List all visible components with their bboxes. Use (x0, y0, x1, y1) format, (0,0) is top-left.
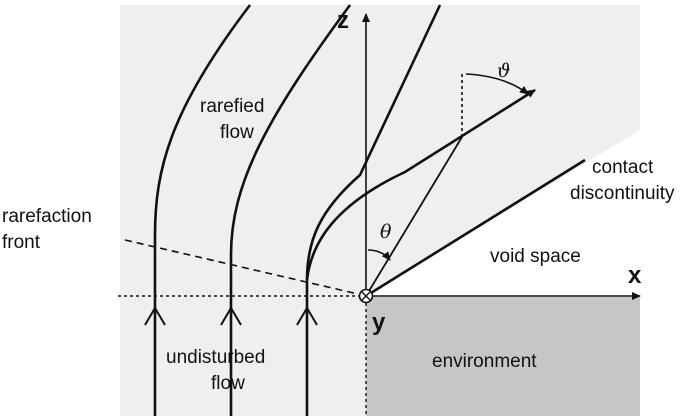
z-axis-label: z (337, 7, 349, 34)
vartheta-label: ϑ (497, 60, 511, 82)
vartheta-arc (465, 73, 529, 95)
streamline-4 (305, 88, 536, 281)
rarefaction-front-line (124, 239, 359, 295)
contact-discontinuity-label-line2: discontinuity (570, 183, 675, 204)
rarefaction-front-label-line1: rarefaction (2, 206, 92, 227)
y-axis-label: y (372, 309, 386, 336)
environment-label: environment (432, 351, 537, 372)
flow-arrow-2 (220, 306, 242, 326)
streamline-2 (229, 4, 352, 416)
x-axis-label: x (628, 262, 642, 289)
flow-arrow-1 (144, 306, 166, 326)
flow-arrow-3 (296, 306, 318, 326)
void-space-label: void space (490, 246, 581, 267)
undisturbed-flow-label-line2: flow (211, 373, 245, 394)
contact-discontinuity-line (365, 158, 586, 298)
rarefied-flow-label-line1: rarefied (200, 96, 264, 117)
rarefaction-front-label-line2: front (2, 232, 41, 253)
y-axis-origin-marker (358, 288, 374, 304)
environment-region (366, 297, 640, 416)
theta-label: θ (380, 221, 392, 243)
contact-discontinuity-label-line1: contact (592, 157, 654, 178)
streamline-1 (153, 4, 252, 416)
theta-arc (367, 249, 391, 261)
radial-line (365, 136, 463, 297)
undisturbed-flow-label-line1: undisturbed (166, 347, 265, 368)
rarefied-flow-label-line2: flow (220, 122, 254, 143)
